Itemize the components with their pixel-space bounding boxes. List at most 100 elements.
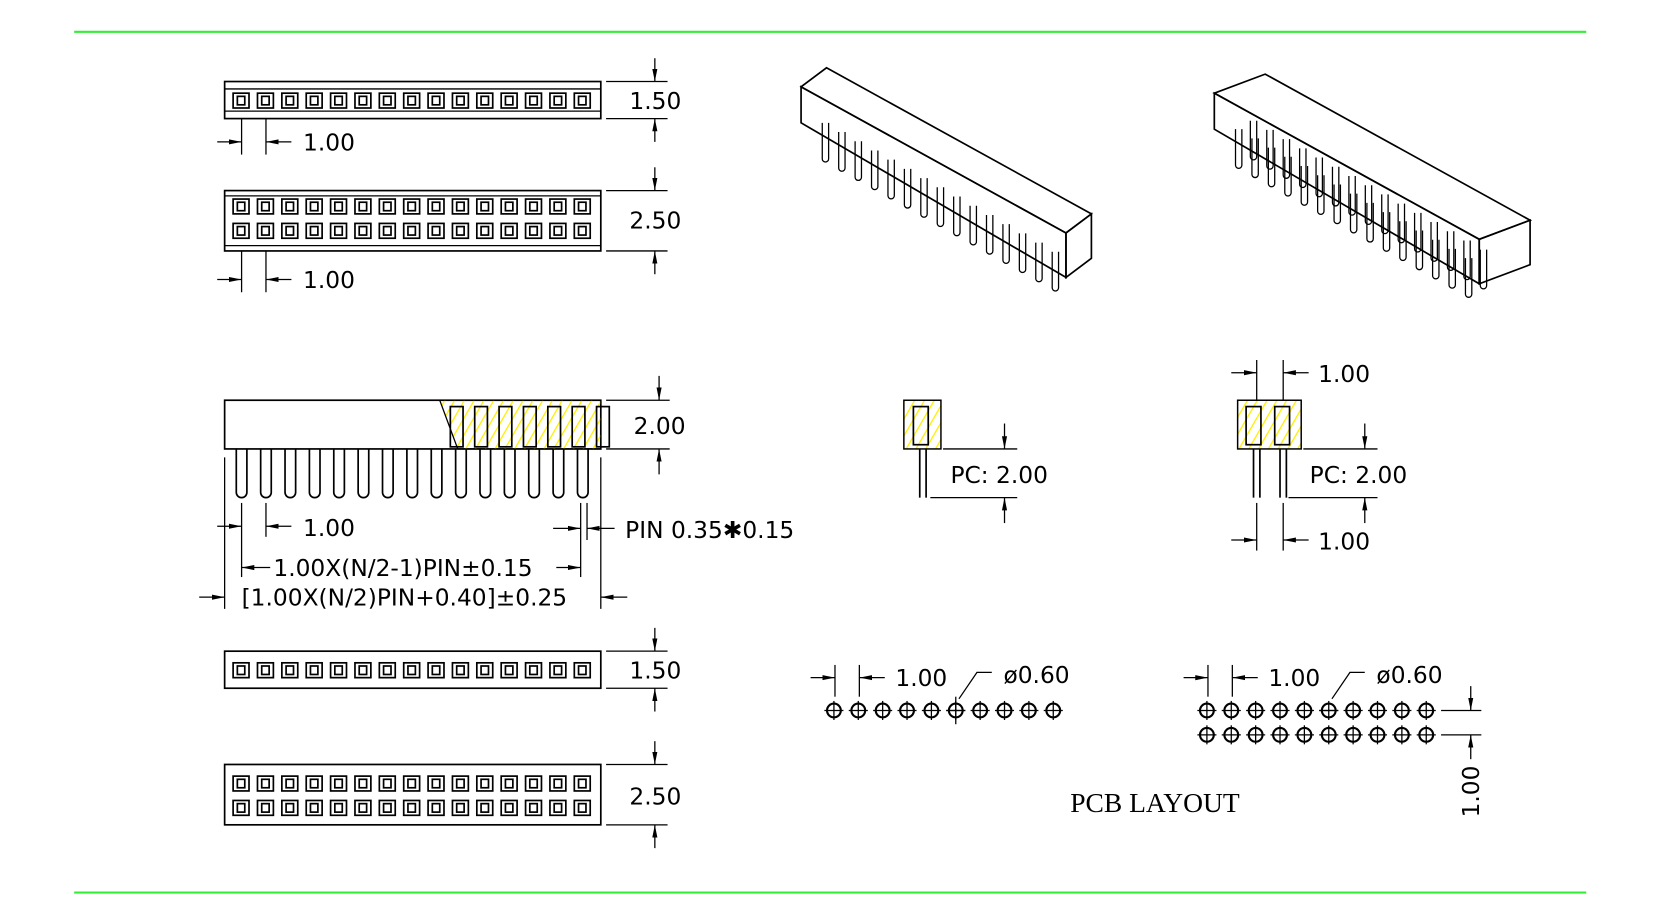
contact-inner: [285, 802, 295, 813]
contact-inner: [285, 665, 295, 676]
contact-section: [498, 405, 513, 448]
contact-square: [427, 661, 445, 679]
contact-inner: [285, 201, 295, 212]
dim-double-bottom-pitch-section: 1.00: [1318, 529, 1370, 556]
contact-section: [912, 405, 930, 446]
contact-inner: [528, 225, 539, 236]
contact-square: [524, 198, 543, 215]
contact-square: [427, 799, 445, 817]
contact-square: [378, 198, 397, 215]
contact-inner: [358, 665, 368, 676]
contact-square: [451, 775, 470, 792]
contact-square: [402, 775, 421, 792]
contact-inner: [382, 665, 392, 676]
contact-inner: [236, 802, 246, 813]
pin: [259, 448, 273, 499]
contact-square: [475, 222, 494, 240]
pin: [308, 448, 321, 499]
pin-3d: [854, 141, 863, 181]
contact-square: [256, 198, 275, 215]
contact-inner: [577, 802, 587, 813]
contact-inner: [309, 802, 319, 813]
pin-3d: [1035, 242, 1043, 283]
dim-side-pitch: 1.00: [303, 515, 355, 542]
pin: [503, 448, 516, 499]
pcb-row-spacing: 1.00: [1458, 766, 1485, 818]
bottom-view-single-row: [223, 650, 602, 690]
contact-square: [500, 222, 518, 240]
connector-3d-single: [799, 66, 1093, 292]
contact-inner: [577, 95, 587, 106]
contact-square: [281, 198, 299, 215]
contact-inner: [260, 802, 270, 813]
contact-inner: [333, 95, 344, 106]
contact-square: [354, 775, 372, 792]
contact-square: [232, 661, 250, 679]
contact-inner: [553, 225, 563, 236]
pin-3d: [1364, 185, 1373, 225]
contact-square: [500, 799, 518, 817]
contact-square: [354, 222, 372, 240]
contact-inner: [236, 95, 246, 106]
top-view-single-row: [223, 80, 602, 120]
contact-square: [427, 775, 445, 792]
contact-inner: [431, 201, 441, 212]
contact-inner: [431, 665, 441, 676]
contact-inner: [480, 201, 490, 212]
contact-square: [475, 92, 494, 109]
dim-single-bottom-height: 1.50: [629, 658, 681, 685]
contact-square: [329, 198, 348, 215]
contact-inner: [577, 225, 587, 236]
contact-square: [378, 661, 397, 679]
pin-3d: [1249, 120, 1258, 161]
contact-inner: [236, 665, 246, 676]
dim-side-height: 2.00: [634, 413, 686, 440]
contact-inner: [407, 201, 417, 212]
contact-square: [402, 799, 421, 817]
contact-inner: [285, 95, 295, 106]
contact-square: [256, 661, 275, 679]
contact-inner: [455, 802, 465, 813]
contact-inner: [358, 802, 368, 813]
pin-3d: [1381, 194, 1389, 235]
contact-section: [473, 405, 489, 448]
contact-square: [402, 198, 421, 215]
pin-3d: [1300, 166, 1309, 206]
pin-3d: [969, 205, 978, 246]
pin: [332, 448, 346, 499]
contact-inner: [358, 225, 368, 236]
pcb-single-pitch: 1.00: [895, 665, 947, 692]
pin: [527, 448, 541, 499]
contact-square: [451, 198, 470, 215]
contact-square: [305, 92, 323, 109]
pin-3d: [1284, 156, 1292, 197]
contact-section: [522, 405, 538, 448]
contact-inner: [407, 778, 417, 789]
contact-square: [524, 799, 543, 817]
contact-square: [329, 222, 348, 240]
contact-inner: [553, 201, 563, 212]
pin: [552, 448, 565, 499]
contact-inner: [333, 802, 344, 813]
pin-3d: [1413, 212, 1422, 253]
contact-inner: [577, 201, 587, 212]
contact-square: [427, 92, 445, 109]
pin-3d: [1464, 258, 1473, 298]
pin-3d: [1415, 230, 1424, 271]
contact-square: [256, 92, 275, 109]
contact-square: [573, 92, 592, 109]
contact-square: [256, 799, 275, 817]
pin-3d: [821, 122, 830, 163]
pin-3d: [1431, 239, 1440, 280]
contact-square: [549, 222, 567, 240]
hole-leader: [958, 671, 992, 700]
contact-inner: [528, 201, 539, 212]
contact-square: [305, 198, 323, 215]
contact-square: [232, 799, 250, 817]
contact-inner: [528, 665, 539, 676]
contact-square: [500, 198, 518, 215]
contact-square: [354, 92, 372, 109]
contact-square: [524, 222, 543, 240]
contact-square: [232, 92, 250, 109]
pin-3d: [838, 132, 846, 172]
